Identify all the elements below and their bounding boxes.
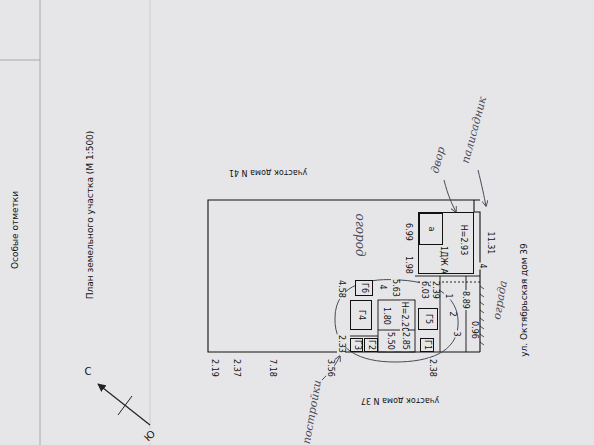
dimension: 2.39 [431, 280, 439, 300]
building-label: а [427, 227, 435, 232]
outbuilding-box: Г6 [355, 280, 373, 296]
neighbour-plot: участок дома N 37 [360, 396, 440, 404]
outbuilding-box: Г1 [420, 338, 434, 352]
height-mark: Н=2.93 [459, 225, 467, 256]
dimension: 5.63 [391, 278, 399, 298]
building-label: Г2 [367, 340, 375, 350]
outbuilding-box: Г4 [350, 300, 372, 330]
street-address: ул. Октябрьская дом 39 [520, 242, 529, 358]
dimension: 8.89 [461, 290, 469, 310]
fence-ticks [480, 286, 484, 345]
dimension: 0.96 [470, 320, 478, 340]
inner-lines [350, 276, 480, 352]
compass [98, 384, 150, 425]
dimension: 4 [478, 262, 486, 269]
compass-letter: С [84, 367, 93, 377]
handwritten-note: ограда [491, 279, 509, 322]
outbuilding-box: Г5 [418, 308, 438, 330]
dwelling-house: а 1ДЖ А Н=2.93 [418, 212, 474, 274]
dimension: 4 [378, 283, 386, 290]
building-label: Г3 [353, 340, 361, 350]
page-frame [0, 0, 150, 445]
outbuilding-box: Г2 [364, 338, 378, 352]
handwritten-note: палисадник [460, 95, 489, 166]
dimension: 7.18 [268, 358, 276, 378]
dimension: 2.37 [232, 358, 240, 378]
building-label: 1ДЖ А [439, 246, 447, 274]
plan-title: План земельного участка (М 1:500) [86, 130, 95, 301]
callout-number: 2 [448, 310, 456, 317]
handwritten-note: постройки [301, 378, 323, 445]
handwritten-note: двор [429, 145, 447, 176]
outbuilding-box: Г3 [350, 338, 363, 352]
callout-number: 3 [452, 330, 460, 337]
building-label: Г1 [423, 340, 431, 350]
building-label: Г6 [360, 283, 368, 293]
neighbour-plot: участок дома N 41 [228, 168, 308, 176]
building-label: Г4 [357, 310, 365, 320]
height-mark: Н=2.20 [400, 301, 408, 334]
dimension: 3.56 [326, 358, 334, 378]
dimension: 2.38 [428, 358, 436, 378]
callout-number: 1 [444, 292, 452, 299]
dimension: 1.80 [382, 306, 390, 326]
dimension: 2.19 [210, 358, 218, 378]
dimension: 11.31 [486, 231, 494, 256]
plot-boundary [208, 200, 480, 352]
dimension: 1.98 [404, 255, 412, 275]
dimension: 4.58 [337, 279, 345, 299]
annex-box: а [419, 213, 443, 245]
compass-letter: Ю [142, 428, 158, 444]
building-label: Г5 [424, 314, 432, 324]
dimension: 2.85 [401, 331, 409, 351]
handwritten-note: огород [354, 212, 366, 257]
pencil-marks [322, 170, 486, 380]
dimension: 6.03 [420, 280, 428, 300]
dimension: 2.33 [337, 334, 345, 354]
dimension: 5.50 [386, 331, 394, 351]
section-heading: Особые отметки [11, 190, 20, 270]
dimension: 6.99 [404, 222, 412, 242]
